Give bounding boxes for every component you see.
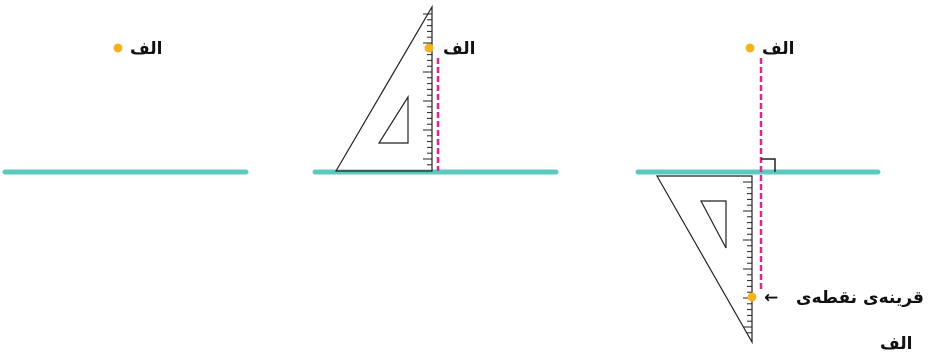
- set-square-icon: [334, 4, 433, 172]
- set-square-icon: [655, 175, 753, 345]
- ruler-ticks: [743, 181, 752, 334]
- right-angle-mark: [761, 158, 776, 172]
- image-label-line1: قرینه‌ی نقطه‌ی: [796, 288, 924, 308]
- point-a-label: الف: [443, 39, 475, 59]
- point-a: [745, 43, 755, 53]
- point-a: [424, 43, 434, 53]
- point-a-image: [747, 292, 757, 302]
- image-label-line2: الف: [880, 334, 912, 354]
- panel-step-1: الف: [2, 39, 249, 175]
- point-a: [113, 43, 123, 53]
- point-a-label: الف: [762, 39, 794, 59]
- ruler-ticks: [423, 13, 432, 166]
- image-arrow: ←: [764, 288, 778, 308]
- panel-step-3: الف ← قرینه‌ی نقطه‌ی الف: [635, 39, 924, 354]
- point-a-label: الف: [130, 39, 162, 59]
- panel-step-2: الف: [312, 4, 559, 175]
